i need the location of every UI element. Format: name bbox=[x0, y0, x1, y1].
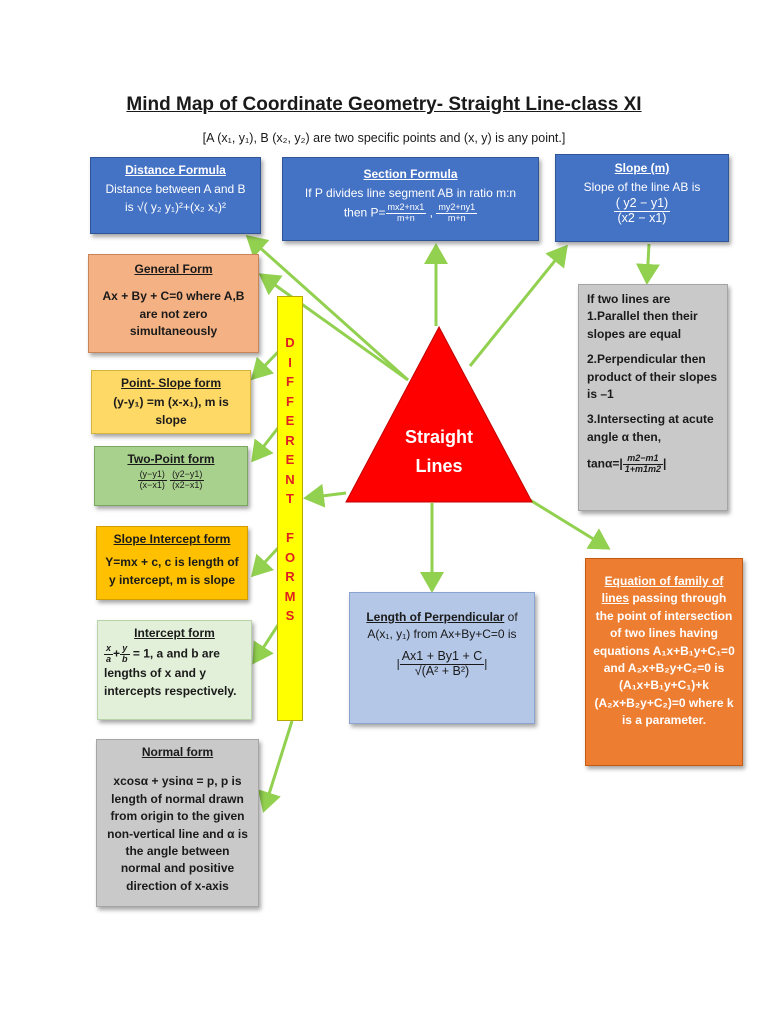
band-letter: S bbox=[285, 608, 295, 623]
band-letter bbox=[278, 509, 302, 529]
point-slope-body: (y-y₁) =m (x-x₁), m is slope bbox=[113, 395, 229, 427]
arrow-to-point-slope bbox=[250, 350, 280, 381]
band-letter: I bbox=[288, 354, 292, 370]
arrow-to-slope-intercept bbox=[250, 546, 280, 578]
band-letter: E bbox=[285, 413, 295, 428]
arrow-to-two-point bbox=[251, 427, 280, 463]
general-heading: General Form bbox=[134, 262, 213, 276]
arrow-to-slope bbox=[468, 244, 568, 367]
arrow-to-two-lines bbox=[635, 243, 660, 285]
section-formula-box: Section Formula If P divides line segmen… bbox=[282, 157, 539, 241]
normal-body: xcosα + ysinα = p, p is length of normal… bbox=[107, 774, 248, 893]
two-lines-parallel: 1.Parallel then their slopes are equal bbox=[587, 309, 698, 341]
point-slope-box: Point- Slope form (y-y₁) =m (x-x₁), m is… bbox=[91, 370, 251, 434]
perpendicular-line2: A(x₁, y₁) from Ax+By+C=0 is bbox=[367, 627, 517, 642]
arrow-to-family bbox=[529, 498, 611, 550]
distance-line2: is √( y₂ y₁)²+(x₂ x₁)² bbox=[125, 199, 226, 214]
center-label-line2: Lines bbox=[415, 456, 462, 476]
arrow-to-normal bbox=[257, 720, 294, 813]
band-letter: D bbox=[285, 335, 295, 350]
normal-form-box: Normal form xcosα + ysinα = p, p is leng… bbox=[96, 739, 259, 907]
page-subtitle: [A (x₁, y₁), B (x₂, y₂) are two specific… bbox=[202, 131, 566, 145]
distance-formula-box: Distance Formula Distance between A and … bbox=[90, 157, 261, 234]
general-form-box: General Form Ax + By + C=0 where A,B are… bbox=[88, 254, 259, 353]
intercept-heading: Intercept form bbox=[134, 626, 215, 640]
slope-intercept-body: Y=mx + c, c is length of y intercept, m … bbox=[105, 555, 239, 587]
slope-intercept-heading: Slope Intercept form bbox=[113, 532, 231, 546]
band-letter: M bbox=[284, 588, 296, 604]
slope-line1: Slope of the line AB is bbox=[583, 180, 701, 195]
slope-heading: Slope (m) bbox=[614, 161, 670, 175]
section-line1: If P divides line segment AB in ratio m:… bbox=[304, 186, 517, 201]
arrow-to-intercept bbox=[252, 624, 280, 665]
band-letter: E bbox=[285, 452, 295, 467]
two-lines-box: If two lines are 1.Parallel then their s… bbox=[578, 284, 728, 511]
perpendicular-box: Length of Perpendicular of A(x₁, y₁) fro… bbox=[349, 592, 535, 724]
band-letter: O bbox=[284, 549, 296, 565]
arrow-to-general bbox=[258, 273, 409, 382]
page-title: Mind Map of Coordinate Geometry- Straigh… bbox=[126, 94, 642, 115]
two-lines-intersecting: 3.Intersecting at acute angle α then, bbox=[587, 412, 714, 444]
two-lines-perpendicular: 2.Perpendicular then product of their sl… bbox=[587, 352, 718, 401]
general-body: Ax + By + C=0 where A,B are not zero sim… bbox=[102, 289, 245, 339]
slope-intercept-box: Slope Intercept form Y=mx + c, c is leng… bbox=[96, 526, 248, 600]
band-letter: F bbox=[286, 393, 294, 409]
distance-heading: Distance Formula bbox=[125, 163, 226, 177]
point-slope-heading: Point- Slope form bbox=[121, 376, 221, 390]
section-heading: Section Formula bbox=[363, 167, 458, 181]
slope-box: Slope (m) Slope of the line AB is ( y2 −… bbox=[555, 154, 729, 242]
center-triangle bbox=[345, 325, 533, 503]
perpendicular-heading: Length of Perpendicular bbox=[366, 610, 505, 624]
band-letter: F bbox=[286, 530, 294, 545]
two-lines-intro: If two lines are bbox=[587, 292, 671, 306]
family-of-lines-box: Equation of family of lines passing thro… bbox=[585, 558, 743, 766]
arrow-to-distance bbox=[245, 235, 409, 382]
perpendicular-formula: |Ax1 + By1 + C√(A² + B²)| bbox=[396, 648, 488, 678]
family-body: Equation of family of lines passing thro… bbox=[593, 574, 735, 728]
band-letter: R bbox=[285, 432, 295, 448]
band-letter: F bbox=[286, 374, 294, 389]
two-point-formula: (y−y1)(x−x1) (y2−y1)(x2−x1) bbox=[137, 469, 205, 491]
band-letter: T bbox=[286, 491, 294, 506]
family-heading: Equation of family of lines bbox=[601, 574, 724, 606]
distance-line1: Distance between A and B bbox=[105, 182, 246, 197]
two-point-heading: Two-Point form bbox=[127, 452, 215, 466]
normal-heading: Normal form bbox=[141, 745, 214, 759]
band-letter: N bbox=[285, 471, 295, 487]
slope-fraction: ( y2 − y1)(x2 − x1) bbox=[613, 195, 671, 225]
band-letter: R bbox=[285, 569, 295, 584]
arrow-to-band bbox=[303, 483, 347, 508]
two-point-box: Two-Point form (y−y1)(x−x1) (y2−y1)(x2−x… bbox=[94, 446, 248, 506]
center-label-line1: Straight bbox=[405, 427, 473, 447]
